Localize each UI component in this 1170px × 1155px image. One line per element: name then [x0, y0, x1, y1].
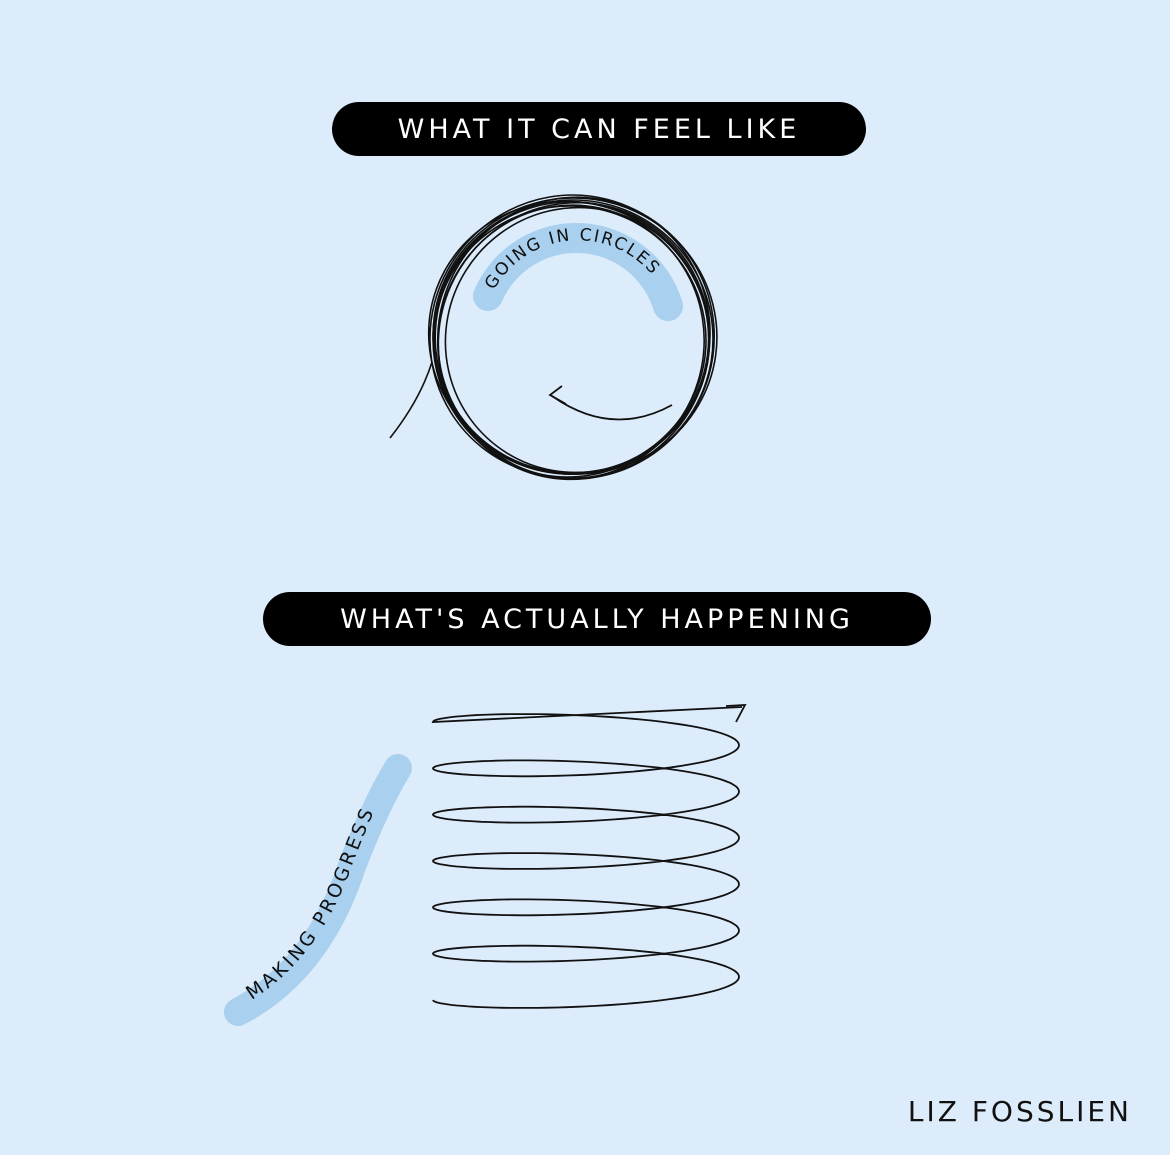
scribble-tail: [389, 361, 433, 439]
heading-what-it-can-feel-like: WHAT IT CAN FEEL LIKE: [332, 102, 866, 156]
heading-whats-actually-happening: WHAT'S ACTUALLY HAPPENING: [263, 592, 931, 646]
author-credit: LIZ FOSSLIEN: [907, 1095, 1132, 1128]
scribble-circle: [427, 194, 718, 481]
scribble-loop: [436, 196, 716, 480]
scribble-loop: [427, 200, 711, 474]
inner-arrow-curve: [551, 395, 673, 421]
spiral-line: [431, 706, 743, 1009]
highlight-making-progress: [224, 754, 412, 1026]
highlight-going-in-circles: [473, 222, 683, 321]
progress-spiral: [431, 706, 743, 1009]
spiral-arrow-head: [725, 704, 747, 723]
label-making-progress: MAKING PROGRESS: [242, 803, 379, 1004]
scribble-loop: [429, 194, 711, 478]
inner-arrow-head: [548, 385, 567, 405]
scribble-loop: [437, 201, 711, 481]
scribble-loop: [434, 200, 710, 476]
